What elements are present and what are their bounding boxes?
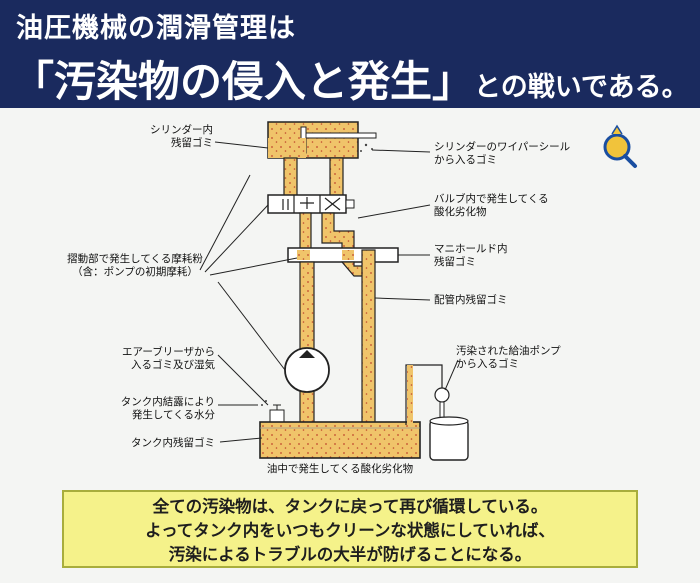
manifold: [287, 247, 399, 263]
pump: [284, 347, 330, 393]
label-condensation: タンク内結露により発生してくる水分: [120, 396, 215, 421]
note-line-1: 全ての汚染物は、タンクに戻って再び循環している。: [152, 497, 548, 516]
note-line-2: よってタンク内をいつもクリーンな状態にしていれば、: [145, 521, 555, 540]
dust-particles: [360, 143, 373, 152]
cylinder: [267, 121, 377, 159]
leader-lines: [199, 141, 459, 443]
refill-pump: [405, 364, 469, 461]
label-oil-oxidation: 油中で発生してくる酸化劣化物: [266, 463, 414, 475]
note-line-3: 汚染によるトラブルの大半が防げることになる。: [168, 545, 532, 564]
title-main: 「汚染物の侵入と発生」: [12, 57, 475, 106]
label-tank-residual: タンク内残留ゴミ: [131, 437, 215, 449]
label-sliding-wear: 摺動部で発生してくる摩耗粉（含：ポンプの初期摩耗）: [67, 253, 203, 278]
oil-tank: [259, 421, 421, 459]
label-cylinder-residual: シリンダー内残留ゴミ: [150, 124, 213, 149]
summary-note-box: 全ての汚染物は、タンクに戻って再び循環している。 よってタンク内をいつもクリーン…: [62, 490, 638, 568]
cylinder-pipes: [283, 157, 344, 201]
air-breather: [261, 400, 285, 423]
label-piping-residual: 配管内残留ゴミ: [434, 294, 508, 306]
main-pipes: [299, 249, 376, 429]
magnifier-icon: [603, 124, 637, 168]
control-valve: [267, 194, 355, 214]
title-tail: との戦いである。: [474, 72, 689, 103]
label-wiper-seal: シリンダーのワイパーシールから入るゴミ: [434, 141, 571, 166]
hydraulic-diagram: [199, 121, 637, 461]
label-air-breather: エアーブリーザから入るゴミ及び湿気: [121, 346, 215, 371]
page-title-line2: 「汚染物の侵入と発生」との戦いである。: [12, 48, 689, 109]
page-title-line1: 油圧機械の潤滑管理は: [16, 13, 296, 44]
header-banner: 油圧機械の潤滑管理は 「汚染物の侵入と発生」との戦いである。: [0, 0, 700, 108]
valve-pipes: [299, 212, 355, 254]
label-contaminated-pump: 汚染された給油ポンプから入るゴミ: [456, 345, 561, 370]
label-manifold-residual: マニホールド内残留ゴミ: [434, 243, 508, 268]
label-valve-oxidation: バルブ内で発生してくる酸化劣化物: [434, 193, 549, 218]
